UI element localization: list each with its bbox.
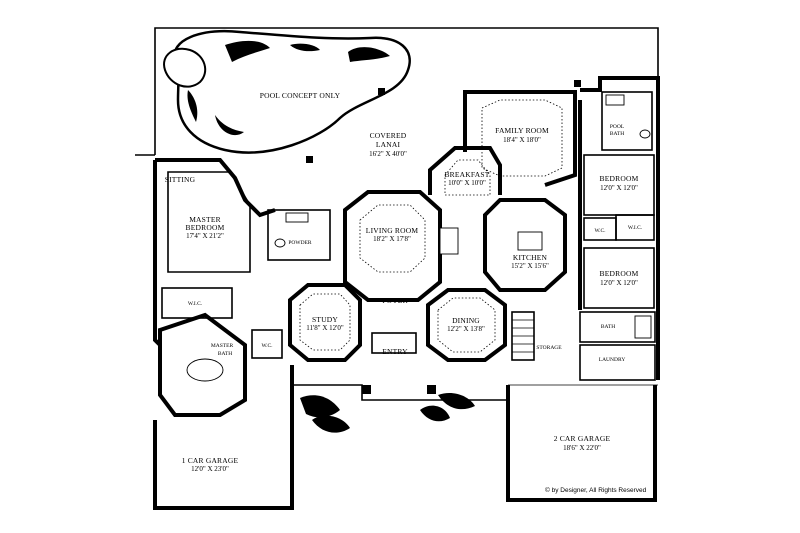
bedroom-1-dims: 12'0" X 12'0" [600, 184, 638, 192]
living-room-dims: 18'2" X 17'8" [373, 235, 411, 243]
entry-label: ENTRY [382, 347, 408, 356]
study-dims: 11'8" X 12'0" [306, 324, 344, 332]
master-bath-wall [158, 312, 247, 417]
pool-bath-label: POOL [610, 124, 625, 130]
dining-ceiling [437, 297, 496, 353]
lanai-column [378, 88, 385, 95]
sitting-label: SITTING [165, 175, 196, 184]
kitchen-counter [483, 198, 567, 292]
breakfast-wall [428, 146, 502, 195]
dining-dims: 12'2" X 13'8" [447, 325, 485, 333]
kitchen-bar [439, 227, 459, 255]
pool-label: POOL CONCEPT ONLY [260, 91, 341, 100]
lanai-column [574, 80, 581, 87]
master-bedroom-dims: 17'4" X 21'2" [186, 232, 224, 240]
pool-bath-vanity [605, 94, 625, 106]
family-room-wall [463, 90, 577, 187]
study-label: STUDY [312, 315, 338, 324]
wic-right-label: W.I.C. [628, 225, 643, 231]
wc-master-wall [251, 329, 283, 359]
bedroom-2-wall [583, 247, 655, 309]
kitchen-island [517, 231, 543, 251]
wic-master-label: W.I.C. [188, 301, 203, 307]
study-wall [288, 283, 362, 362]
powder-label: POWDER [288, 240, 312, 246]
kitchen-label: KITCHEN [513, 253, 548, 262]
master-bath-label: MASTER [211, 343, 234, 349]
toilet-fixture [274, 238, 286, 248]
family-room-label: FAMILY ROOM [495, 126, 549, 135]
laundry-wall [579, 344, 656, 381]
breakfast-dims: 10'0" X 10'0" [448, 179, 486, 187]
bath-tub [634, 315, 652, 339]
master-bath-label-2: BATH [218, 351, 232, 357]
vanity-fixture [285, 212, 309, 223]
garage-2-wall [506, 385, 657, 502]
powder-room-wall [267, 209, 331, 261]
garage-1-label: 1 CAR GARAGE [182, 456, 239, 465]
master-bedroom-inner [167, 171, 251, 273]
bath-label: BATH [601, 324, 615, 330]
exterior-wall-left [155, 158, 276, 218]
master-bedroom-label: MASTER [189, 215, 221, 224]
garage-1-dims: 12'0" X 23'0" [191, 465, 229, 473]
pool-spa [163, 47, 207, 88]
pool-bath-label-2: BATH [610, 131, 624, 137]
entry-wall [371, 332, 417, 354]
bath-wall [579, 311, 656, 343]
wc-master-label: W.C. [261, 343, 273, 349]
kitchen-dims: 15'2" X 15'6" [511, 262, 549, 270]
garage-2-dims: 18'6" X 22'0" [563, 444, 601, 452]
landscape-planting [300, 393, 475, 433]
garage-2-label: 2 CAR GARAGE [554, 434, 611, 443]
laundry-label: LAUNDRY [599, 357, 626, 363]
bedroom-2-label: BEDROOM [600, 269, 639, 278]
wc-right-label: W.C. [594, 228, 606, 234]
pool-bath-wall [601, 91, 653, 151]
wic-right-wall [615, 214, 655, 241]
entry-column [362, 385, 371, 394]
bedroom-block-wall [580, 76, 660, 380]
family-room-dims: 18'4" X 18'0" [503, 136, 541, 144]
living-room-wall [343, 190, 442, 302]
bedroom-2-dims: 12'0" X 12'0" [600, 279, 638, 287]
entry-column [427, 385, 436, 394]
master-tub [186, 358, 224, 382]
copyright-text: © by Designer, All Rights Reserved [545, 486, 647, 494]
stairs [511, 311, 535, 361]
covered-lanai-label-2: LANAI [376, 140, 401, 149]
lanai-column [306, 156, 313, 163]
living-room-label: LIVING ROOM [366, 226, 419, 235]
garage-1-wall [153, 365, 294, 510]
front-walk [292, 384, 508, 401]
master-bedroom-label-2: BEDROOM [186, 223, 225, 232]
storage-label: STORAGE [536, 345, 562, 351]
living-room-ceiling [359, 204, 426, 273]
dining-wall [426, 288, 507, 362]
breakfast-label: BREAKFAST [444, 170, 489, 179]
dining-label: DINING [452, 316, 480, 325]
pool-bath-toilet [639, 129, 651, 139]
pool-foliage [187, 40, 390, 136]
covered-lanai-dims: 16'2" X 40'0" [369, 150, 407, 158]
covered-lanai-label: COVERED [370, 131, 407, 140]
bedroom-1-label: BEDROOM [600, 174, 639, 183]
foyer-label: FOYER [382, 296, 408, 305]
